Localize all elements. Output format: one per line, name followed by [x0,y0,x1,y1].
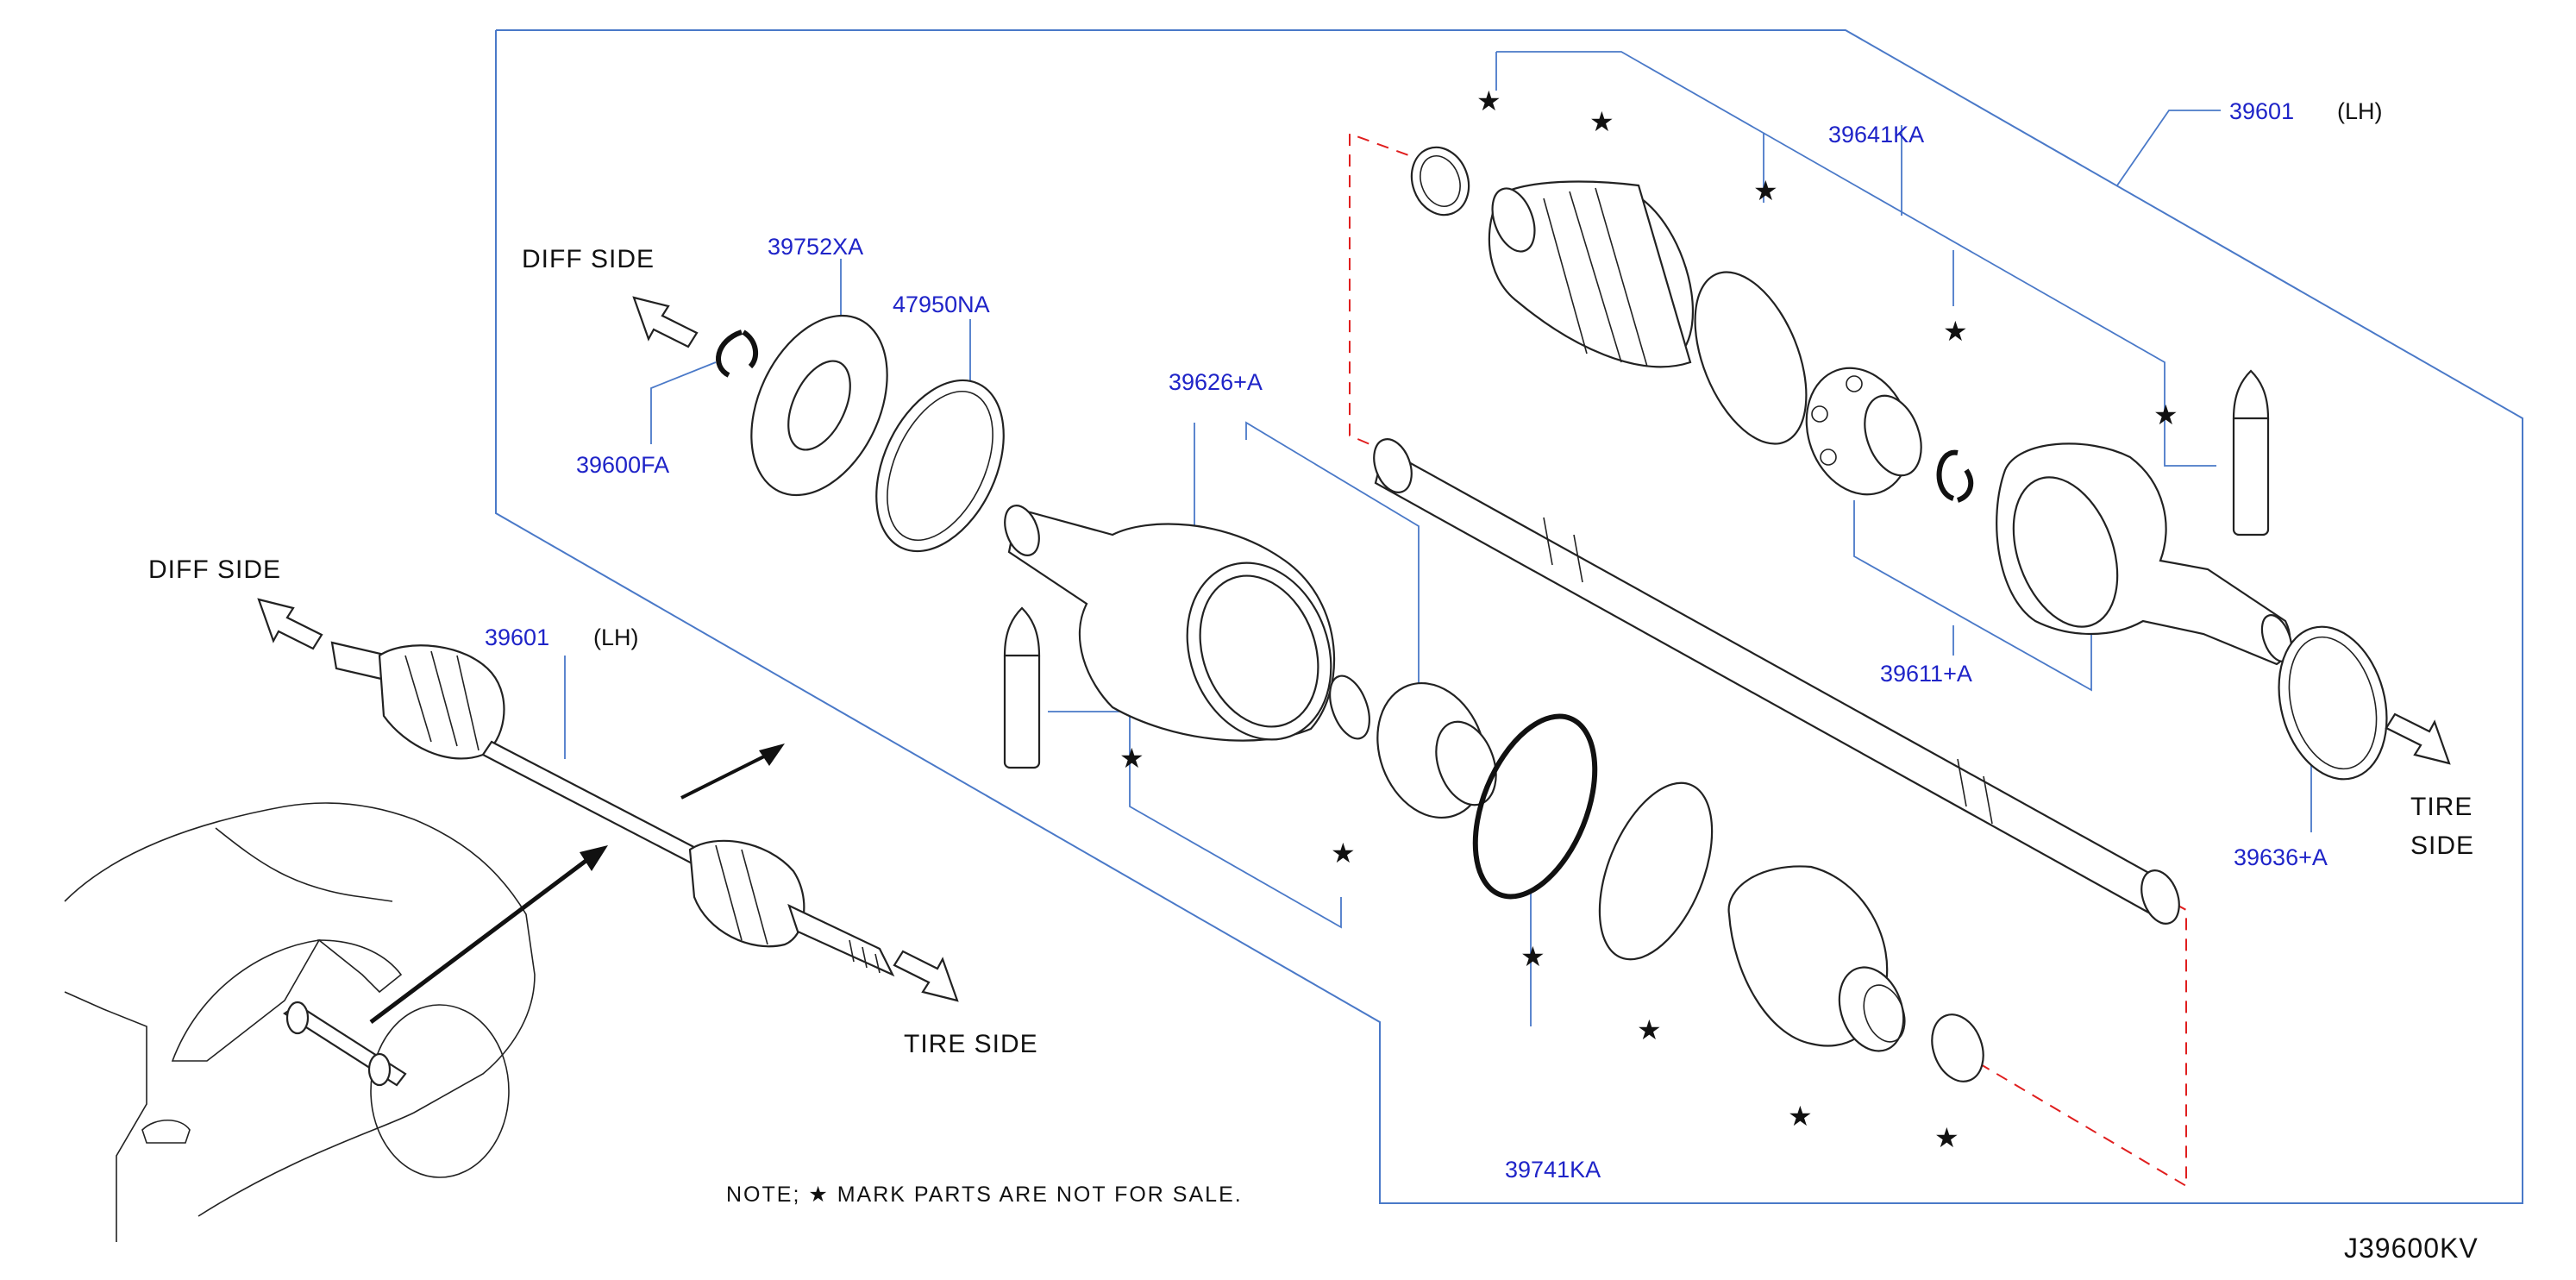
bracket-39641KA [1496,51,2165,418]
part-label-39636A[interactable]: 39636+A [2234,844,2328,870]
leader-star-39641 [2164,418,2216,467]
grease-tube-top-icon [2232,369,2270,536]
star-marker: ★ [1753,175,1778,206]
tire-side-arrow-right-icon [2385,712,2451,765]
part-label-39601-left[interactable]: 39601 [485,624,549,650]
sensor-ring-47950NA-icon [875,379,1005,553]
tire-side-label-bottom: TIRE SIDE [904,1030,1038,1058]
snap-ring-left-icon [716,329,759,378]
outer-joint-top-icon [1996,442,2293,666]
snap-ring-inner-icon [1329,675,1370,740]
bracket-39626A [1245,421,1420,686]
star-marker: ★ [1589,106,1614,137]
star-marker: ★ [1119,743,1144,774]
ring-39636A-icon [2278,625,2388,781]
part-label-39611A[interactable]: 39611+A [1880,661,1972,687]
o-ring-black-icon [1472,713,1598,900]
inner-boot-bottom-icon [1727,865,1906,1052]
outer-boot-top-icon [1488,180,1695,368]
star-marker: ★ [1331,838,1356,869]
grease-tube-left-icon [1003,606,1041,769]
part-label-47950NA[interactable]: 47950NA [893,292,990,317]
assembly-frame [495,29,2523,1204]
part-label-39752XA[interactable]: 39752XA [768,234,863,260]
part-label-39601-top[interactable]: 39601 [2229,98,2294,124]
part-label-39641KA[interactable]: 39641KA [1828,122,1924,147]
diff-side-arrow-left-icon [257,598,323,650]
ball-cage-top-icon [1805,367,1922,496]
band-clamp-bottom-icon [1598,781,1714,961]
star-marker: ★ [1476,85,1501,116]
star-marker: ★ [1788,1101,1813,1132]
dash-line-bottom [1974,883,2187,1188]
motion-arrow-upper-icon [680,744,785,800]
tripod-joint-icon [1376,681,1497,819]
leader-39601-top [2116,110,2221,186]
diff-side-label-top: DIFF SIDE [522,245,655,273]
diff-side-arrow-top-icon [632,296,699,348]
inner-joint-housing-icon [1004,505,1336,742]
car-axle-small-icon [282,1001,407,1087]
bracket-39611A-b [1853,500,2092,692]
star-marker: ★ [1934,1122,1959,1153]
part-label-39741KA[interactable]: 39741KA [1505,1157,1601,1183]
car-silhouette-icon [64,802,536,1242]
part-label-39600FA[interactable]: 39600FA [576,452,669,478]
snap-ring-top-icon [1936,449,1974,503]
lh-label-left: (LH) [593,624,639,650]
tire-side-label-right-2: SIDE [2410,831,2474,860]
band-clamp-small-icon [1931,1013,1984,1082]
band-clamp-top-icon [1410,146,1470,216]
bracket-star-left [1048,711,1342,929]
drive-shaft-icon [1373,438,2180,925]
part-label-39626A[interactable]: 39626+A [1169,369,1263,395]
tire-side-arrow-bottom-icon [893,950,959,1002]
star-marker: ★ [1943,316,1968,347]
dash-line-top [1349,132,1428,449]
dust-seal-39752XA-icon [750,314,888,497]
band-clamp-large-icon [1694,271,1808,445]
diff-side-label-left: DIFF SIDE [148,555,281,584]
reference-code: J39600KV [2344,1233,2479,1264]
ring-39636A-inner [2288,636,2378,770]
drive-shaft-overview-icon [330,641,895,977]
star-marker: ★ [1520,941,1545,972]
star-marker: ★ [1637,1014,1662,1045]
note-text: NOTE; ★ MARK PARTS ARE NOT FOR SALE. [726,1183,1243,1207]
motion-arrow-lower-icon [369,845,608,1024]
lh-label-top: (LH) [2337,98,2383,124]
tire-side-label-right-1: TIRE [2410,793,2473,821]
leader-39600FA [650,361,717,444]
star-marker: ★ [2153,399,2178,430]
